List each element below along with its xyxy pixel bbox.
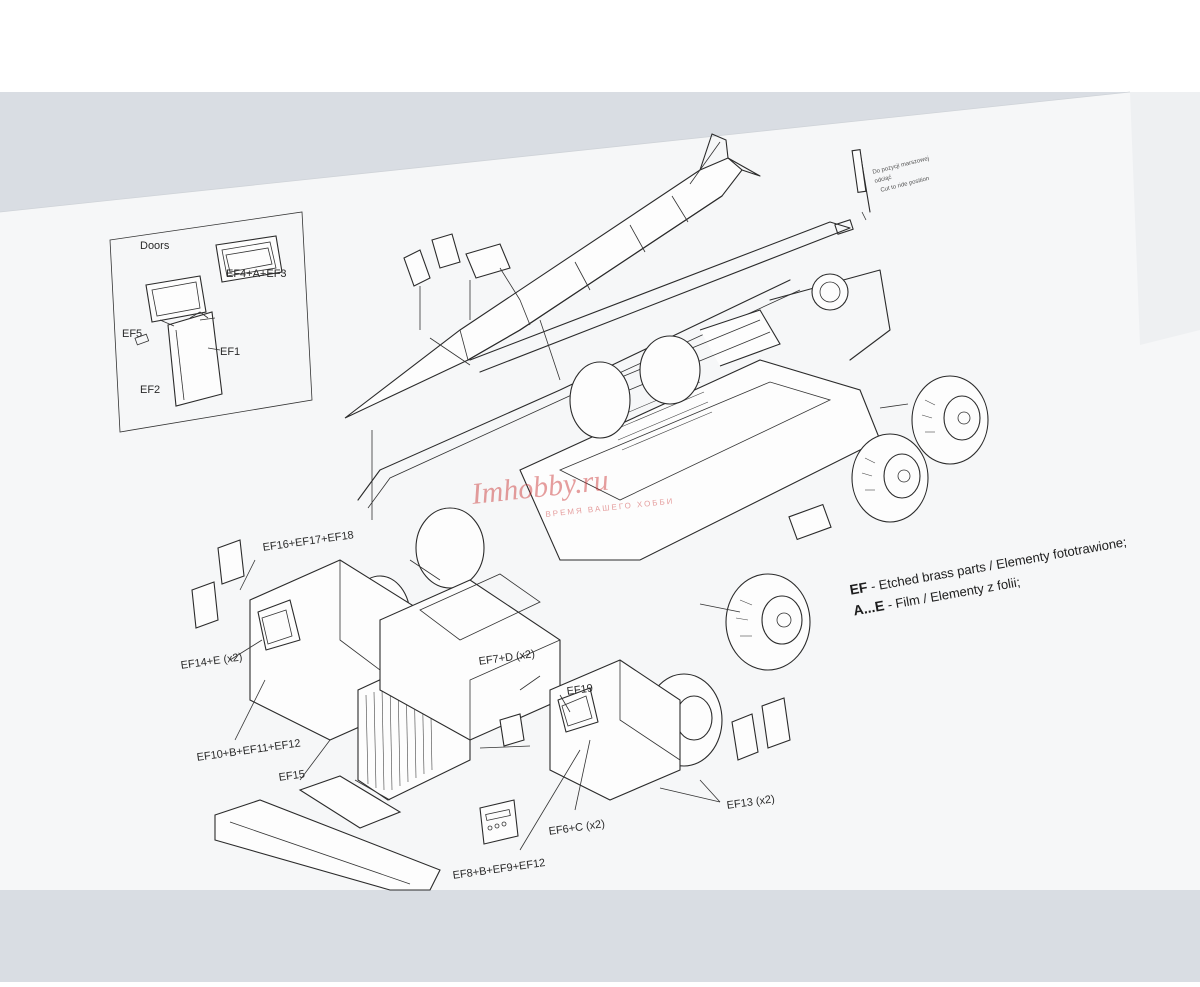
doors-inset <box>109 211 313 433</box>
front-bumper <box>214 775 441 891</box>
wheel-rear-right-2 <box>851 433 929 523</box>
wheel-left-2 <box>639 335 701 405</box>
leader-lines <box>229 403 909 851</box>
wheel-mid <box>725 573 811 671</box>
wheel-rear-right-1 <box>911 375 989 465</box>
paper-fold <box>1130 92 1200 345</box>
missile <box>344 133 761 419</box>
upper-brackets <box>403 233 561 381</box>
doors-label-ef4: EF4+A+EF3 <box>226 268 287 280</box>
doors-label-ef5: EF5 <box>122 328 143 340</box>
loose-door-parts <box>191 539 791 761</box>
control-panel-part <box>479 799 519 845</box>
legend-ae-key: A...E <box>851 597 886 619</box>
wheel-left-1 <box>569 361 631 439</box>
wheel-left-3 <box>415 507 485 589</box>
small-panel <box>499 713 525 747</box>
front-cab-right <box>549 659 681 801</box>
doors-label-ef2: EF2 <box>140 384 161 396</box>
doors-label-ef1: EF1 <box>220 346 241 358</box>
doors-title: Doors <box>140 240 170 252</box>
